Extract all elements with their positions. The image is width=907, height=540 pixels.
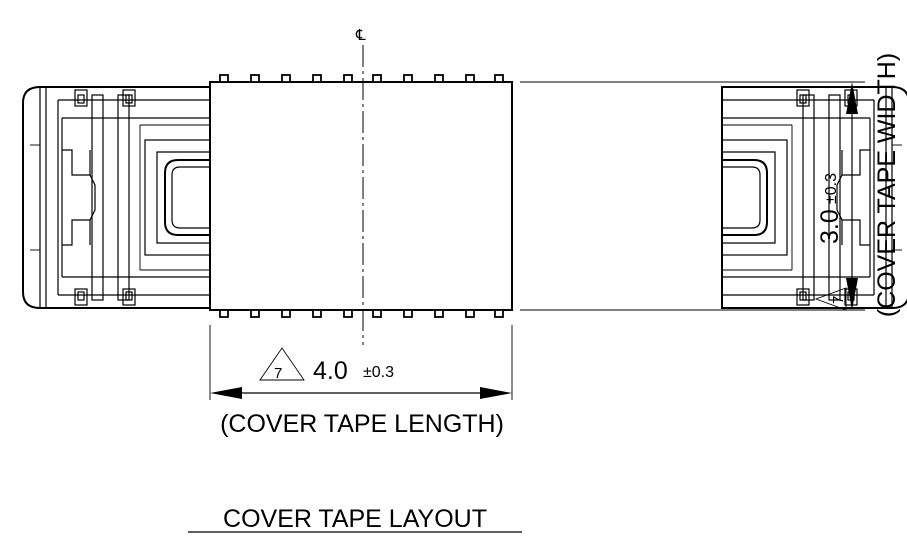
- width-arrow-bottom: [846, 278, 858, 310]
- width-label: (COVER TAPE WIDTH): [873, 53, 901, 317]
- length-note-number: 7: [274, 365, 282, 382]
- pins-bottom: [219, 309, 504, 318]
- title-text: COVER TAPE LAYOUT: [223, 505, 487, 533]
- cover-tape: [209, 81, 513, 311]
- length-note-triangle: [259, 347, 305, 381]
- length-dimension: 7 4.0 ±0.3 (COVER TAPE LENGTH): [209, 325, 513, 438]
- pins-top: [219, 74, 504, 83]
- connector-body-left: [22, 86, 211, 309]
- width-dimension: 3.0 ±0.3 7 (COVER TAPE WIDTH): [520, 53, 901, 317]
- width-tolerance: ±0.3: [823, 173, 840, 204]
- width-value: 3.0: [816, 209, 844, 244]
- centerline-symbol: ℄: [355, 27, 366, 44]
- width-note-number: 7: [830, 296, 847, 304]
- drawing-title: COVER TAPE LAYOUT: [188, 505, 522, 533]
- width-arrow-top: [846, 82, 858, 114]
- connector-body-right: [721, 86, 907, 309]
- width-note-triangle: [814, 287, 847, 311]
- length-arrow-right: [480, 387, 512, 399]
- length-tolerance: ±0.3: [363, 364, 394, 381]
- length-arrow-left: [210, 387, 242, 399]
- length-label: (COVER TAPE LENGTH): [220, 410, 504, 438]
- centerline: ℄: [355, 27, 366, 345]
- length-value: 4.0: [313, 357, 348, 385]
